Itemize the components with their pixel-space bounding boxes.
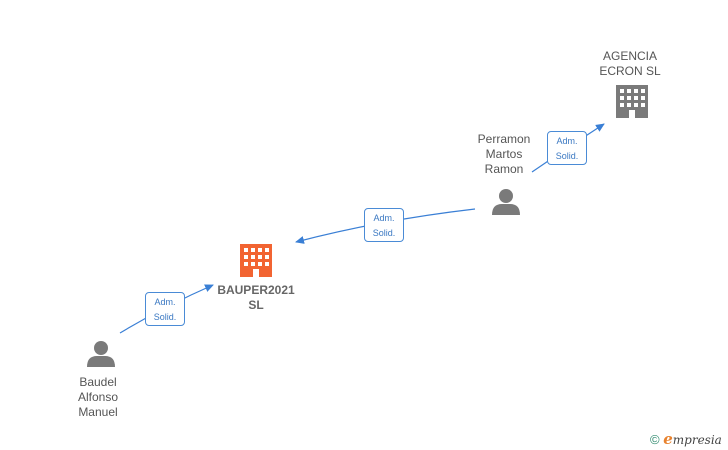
edge-label-line: Adm. [556, 136, 578, 146]
node-label-line: Ramon [484, 162, 524, 176]
node-label-agencia-ecron[interactable]: AGENCIA ECRON SL [590, 49, 670, 79]
person-icon[interactable] [492, 189, 520, 215]
copyright-footer: © empresia [650, 430, 722, 448]
building-icon[interactable] [616, 85, 648, 118]
logo-text: mpresia [672, 433, 722, 447]
node-label-bauper2021[interactable]: BAUPER2021 SL [206, 283, 306, 313]
edge-label-line: Adm. [154, 297, 176, 307]
node-label-line: ECRON SL [599, 64, 661, 78]
edge-label-line: Solid. [555, 151, 579, 161]
node-label-line: BAUPER2021 [217, 283, 295, 297]
node-label-line: Manuel [78, 405, 118, 419]
node-label-line: Martos [485, 147, 523, 161]
node-label-line: SL [248, 298, 264, 312]
node-label-line: Baudel [79, 375, 117, 389]
edge-label-line: Solid. [372, 228, 396, 238]
logo-initial: e [663, 430, 673, 448]
copyright-icon: © [650, 432, 660, 447]
node-label-line: AGENCIA [602, 49, 657, 63]
edge-label-line: Adm. [373, 213, 395, 223]
edge-label-line: Solid. [153, 312, 177, 322]
edge-label-baudel-bauper: Adm. Solid. [145, 292, 185, 326]
edge-label-perramon-agencia: Adm. Solid. [547, 131, 587, 165]
node-label-line: Alfonso [77, 390, 119, 404]
edge-label-perramon-bauper: Adm. Solid. [364, 208, 404, 242]
node-label-line: Perramon [477, 132, 531, 146]
person-icon[interactable] [87, 341, 115, 367]
node-label-baudel[interactable]: Baudel Alfonso Manuel [58, 375, 138, 420]
building-icon[interactable] [240, 244, 272, 277]
node-label-perramon[interactable]: Perramon Martos Ramon [464, 132, 544, 177]
empresia-logo: empresia [663, 430, 722, 448]
